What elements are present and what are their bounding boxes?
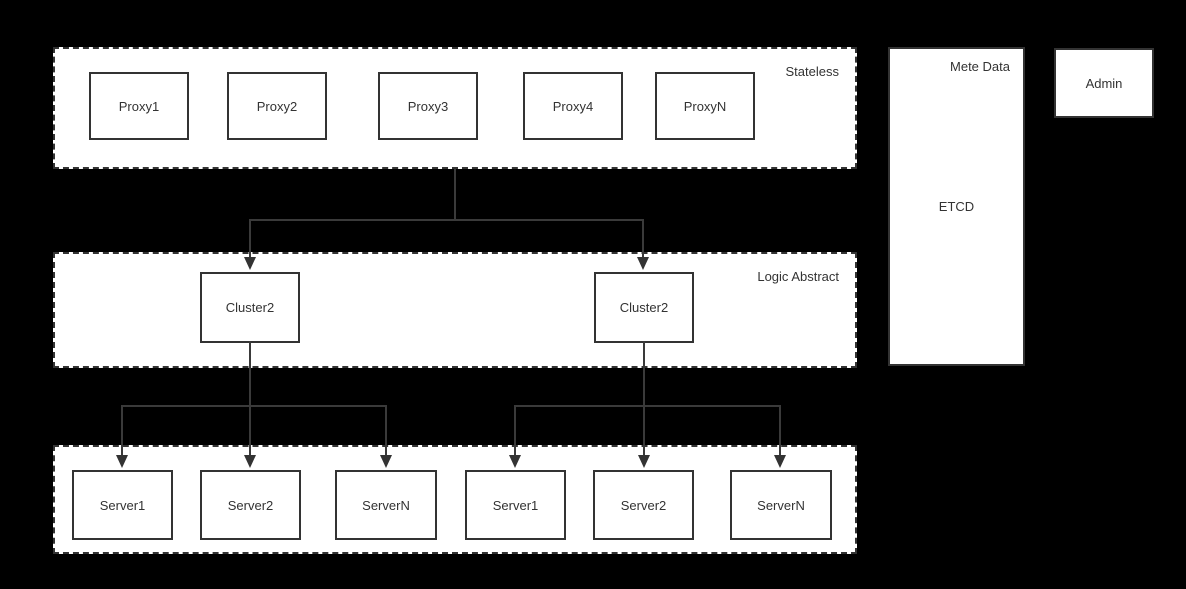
node-server-right-2-label: Server2 [620, 497, 667, 513]
node-server-right-1-label: Server1 [492, 497, 539, 513]
servers-group: Server1 Server2 ServerN Server1 Server2 … [53, 445, 857, 554]
admin-label: Admin [1085, 75, 1123, 91]
node-proxyn-label: ProxyN [683, 98, 727, 114]
node-server-left-1: Server1 [72, 470, 173, 540]
logic-abstract-group: Logic Abstract Cluster2 Cluster2 [53, 252, 857, 368]
node-proxy4-label: Proxy4 [552, 98, 594, 114]
stateless-group-label: Stateless [785, 64, 839, 79]
node-proxy3-label: Proxy3 [407, 98, 449, 114]
logic-abstract-group-label: Logic Abstract [757, 269, 839, 284]
node-cluster-right: Cluster2 [594, 272, 694, 343]
node-proxy1: Proxy1 [89, 72, 189, 140]
stateless-group: Stateless Proxy1 Proxy2 Proxy3 Proxy4 Pr… [53, 47, 857, 169]
node-proxyn: ProxyN [655, 72, 755, 140]
node-server-left-1-label: Server1 [99, 497, 146, 513]
node-server-right-n-label: ServerN [757, 497, 805, 513]
node-server-left-n: ServerN [335, 470, 437, 540]
node-cluster-right-label: Cluster2 [619, 300, 669, 315]
node-proxy4: Proxy4 [523, 72, 623, 140]
node-server-right-1: Server1 [465, 470, 566, 540]
mete-data-label: Mete Data [950, 59, 1010, 74]
node-cluster-left: Cluster2 [200, 272, 300, 343]
node-proxy1-label: Proxy1 [118, 98, 160, 114]
node-server-left-n-label: ServerN [362, 497, 410, 513]
node-proxy2-label: Proxy2 [256, 98, 298, 114]
node-server-right-2: Server2 [593, 470, 694, 540]
admin-box: Admin [1054, 48, 1154, 118]
node-server-left-2: Server2 [200, 470, 301, 540]
node-proxy2: Proxy2 [227, 72, 327, 140]
etcd-label: ETCD [938, 199, 975, 214]
mete-data-box: Mete Data ETCD [888, 47, 1025, 366]
node-server-left-2-label: Server2 [227, 497, 274, 513]
node-proxy3: Proxy3 [378, 72, 478, 140]
node-cluster-left-label: Cluster2 [225, 300, 275, 315]
node-server-right-n: ServerN [730, 470, 832, 540]
